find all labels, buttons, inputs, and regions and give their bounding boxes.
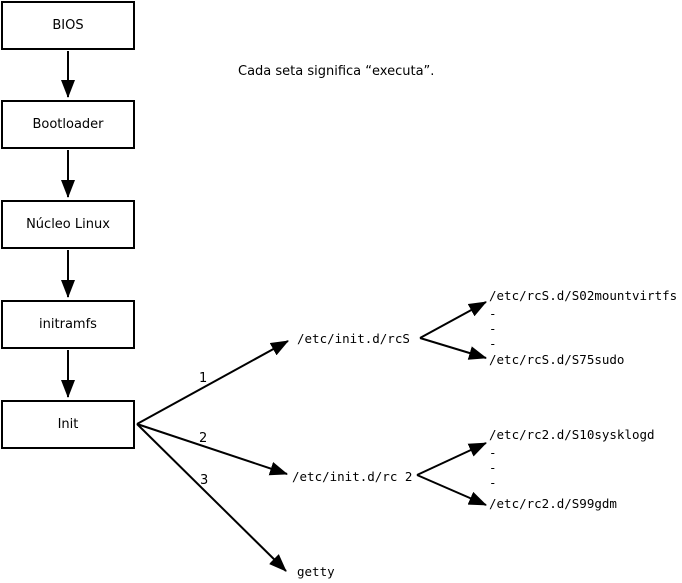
label-etc-rc2-d-S10sysklogd: /etc/rc2.d/S10sysklogd <box>489 427 655 442</box>
node-bios: BIOS <box>1 1 135 50</box>
arrow-init-to-rcS <box>136 340 289 425</box>
arrow-init-to-rc2 <box>136 423 288 476</box>
ellipsis-dash: - <box>489 445 497 460</box>
label-etc-rc2-d-S99gdm: /etc/rc2.d/S99gdm <box>489 496 617 511</box>
ellipsis-dash: - <box>489 321 497 336</box>
label-etc-init-d-rc2: /etc/init.d/rc 2 <box>292 469 413 484</box>
ellipsis-dash: - <box>489 336 497 351</box>
ellipsis-dash: - <box>489 460 497 475</box>
label-etc-rcS-d-S02mountvirtfs: /etc/rcS.d/S02mountvirtfs <box>489 288 678 303</box>
node-initramfs: initramfs <box>1 300 135 349</box>
label-etc-rcS-d-S75sudo: /etc/rcS.d/S75sudo <box>489 352 625 367</box>
edge-label-2: 2 <box>199 431 208 446</box>
label-etc-init-d-rcS: /etc/init.d/rcS <box>297 331 410 346</box>
arrow-rc2-to-s99gdm <box>416 474 487 506</box>
node-init: Init <box>1 400 135 449</box>
ellipsis-dash: - <box>489 475 497 490</box>
node-nucleo-linux: Núcleo Linux <box>1 200 135 249</box>
node-bootloader: Bootloader <box>1 100 135 149</box>
edge-label-3: 3 <box>200 473 209 488</box>
ellipsis-dash: - <box>489 306 497 321</box>
edge-label-1: 1 <box>199 371 208 386</box>
label-getty: getty <box>297 564 335 579</box>
diagram-caption: Cada seta significa “executa”. <box>238 64 435 79</box>
arrow-rc2-to-s10sysklogd <box>416 442 487 476</box>
arrow-rcS-to-s02mountvirtfs <box>419 301 487 339</box>
arrow-rcS-to-s75sudo <box>419 337 487 360</box>
arrow-init-to-getty <box>136 423 287 572</box>
